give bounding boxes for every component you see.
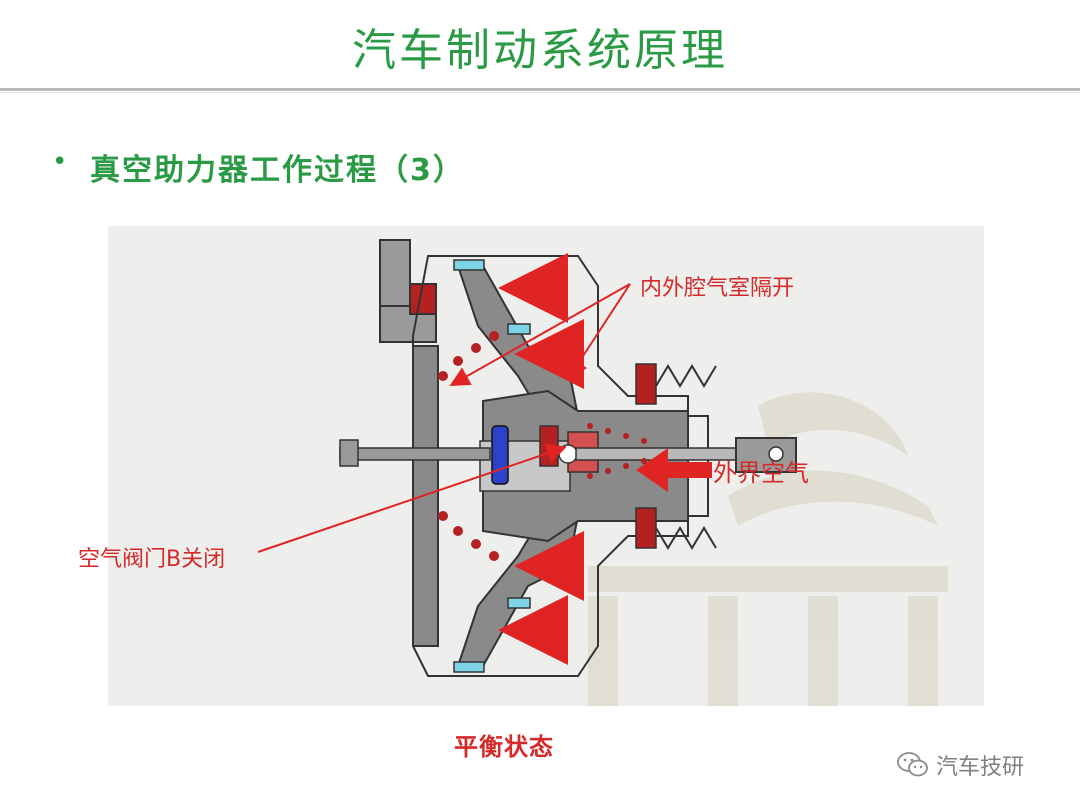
bullet-marker: • — [52, 147, 68, 177]
bullet-heading: 真空助力器工作过程（3） — [90, 153, 465, 188]
reaction-disc — [491, 425, 509, 485]
title-divider — [0, 88, 1080, 91]
outside-air-arrow — [636, 448, 712, 492]
valve-element — [539, 425, 559, 467]
label-cavity-separated: 内外腔气室隔开 — [640, 276, 795, 301]
output-push-rod — [339, 439, 491, 467]
label-outside-air: 外界空气 — [713, 459, 809, 487]
vacuum-inlet-pipe — [379, 239, 437, 343]
leader-lines — [257, 283, 631, 553]
return-spring — [438, 331, 647, 561]
front-plate — [412, 345, 439, 647]
title-divider-light — [0, 92, 1080, 93]
rubber-boot — [655, 364, 717, 550]
rear-seal-blocks — [635, 363, 657, 549]
wechat-icon — [897, 752, 928, 777]
label-valve-b-closed: 空气阀门B关闭 — [78, 547, 226, 572]
watermark: 汽车技研 — [896, 748, 1024, 782]
watermark-text: 汽车技研 — [936, 755, 1025, 780]
slide-title: 汽车制动系统原理 — [352, 25, 728, 76]
background-emblem — [588, 392, 948, 706]
vacuum-booster-diagram — [108, 226, 984, 706]
diagram-caption: 平衡状态 — [454, 733, 554, 761]
pressure-arrows — [498, 253, 584, 665]
